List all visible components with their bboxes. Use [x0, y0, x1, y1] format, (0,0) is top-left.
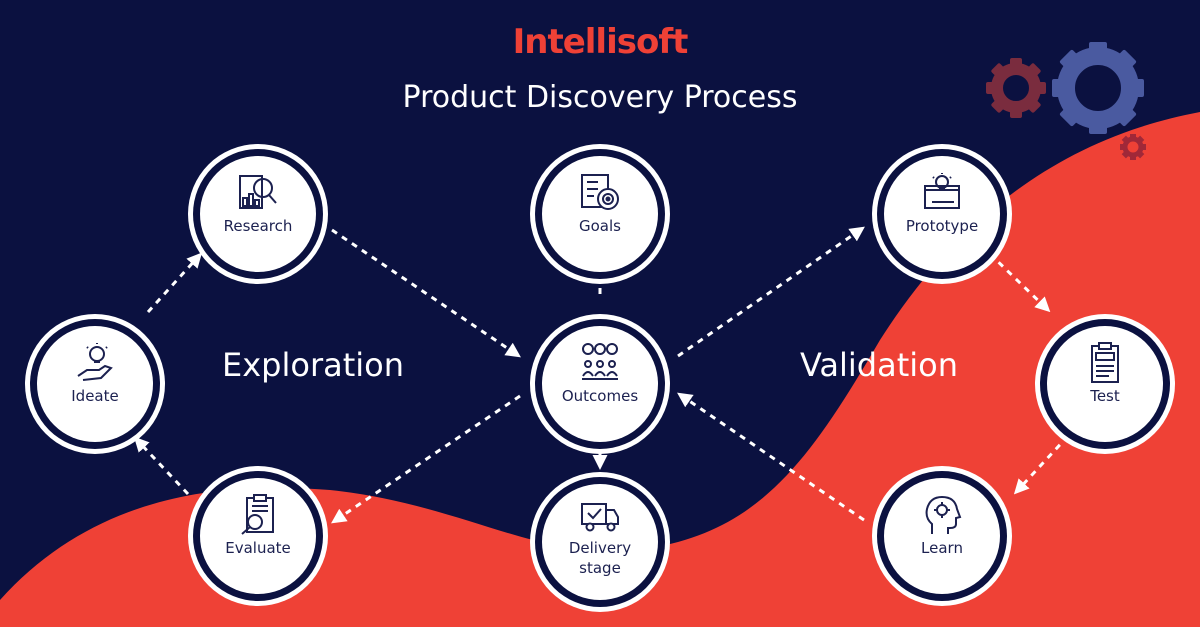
node-ideate[interactable]: Ideate: [37, 326, 153, 442]
arrow-test-learn: [1013, 434, 1070, 495]
people-results-icon: [582, 343, 618, 380]
hand-lightbulb-icon: [77, 343, 113, 381]
node-evaluate[interactable]: Evaluate: [200, 478, 316, 594]
node-learn[interactable]: Learn: [884, 478, 1000, 594]
head-gear-icon: [925, 495, 962, 534]
delivery-truck-icon: [581, 503, 619, 532]
arrow-learn-outcomes: [677, 392, 865, 522]
phase-validation-label: Validation: [800, 346, 959, 384]
phase-exploration-label: Exploration: [222, 346, 404, 384]
node-research[interactable]: Research: [200, 156, 316, 272]
blueprint-lightbulb-icon: [924, 173, 960, 209]
node-label: Prototype: [905, 217, 979, 235]
arrow-outcomes-prototype: [677, 226, 865, 358]
node-label: Outcomes: [561, 387, 639, 405]
gear-small-icon: [1120, 134, 1146, 160]
node-label: Learn: [921, 539, 963, 557]
target-checklist-icon: [581, 174, 619, 210]
arrow-research-outcomes: [331, 228, 521, 358]
gear-large-icon: [1052, 42, 1144, 134]
arrow-outcomes-evaluate: [331, 394, 521, 524]
node-label: Delivery stage: [568, 539, 632, 577]
node-test[interactable]: Test: [1047, 326, 1163, 442]
node-goals[interactable]: Goals: [542, 156, 658, 272]
clipboard-magnifier-icon: [241, 494, 274, 535]
test-clipboard-icon: [1091, 342, 1119, 383]
node-label: Goals: [579, 217, 621, 235]
node-prototype[interactable]: Prototype: [884, 156, 1000, 272]
arrow-prototype-test: [988, 252, 1051, 313]
node-outcomes[interactable]: Outcomes: [542, 326, 658, 442]
gear-medium-icon: [986, 58, 1046, 118]
node-label: Test: [1090, 387, 1120, 405]
node-label: Research: [223, 217, 293, 235]
node-label: Evaluate: [225, 539, 291, 557]
node-label: Ideate: [71, 387, 119, 405]
arrow-evaluate-ideate: [133, 436, 190, 496]
arrow-ideate-research: [146, 252, 203, 314]
magnifier-chart-icon: [239, 175, 277, 209]
page-title: Product Discovery Process: [402, 80, 798, 115]
intellisoft-logo: Intellisoft: [512, 22, 689, 62]
node-delivery-stage[interactable]: Delivery stage: [542, 484, 658, 600]
